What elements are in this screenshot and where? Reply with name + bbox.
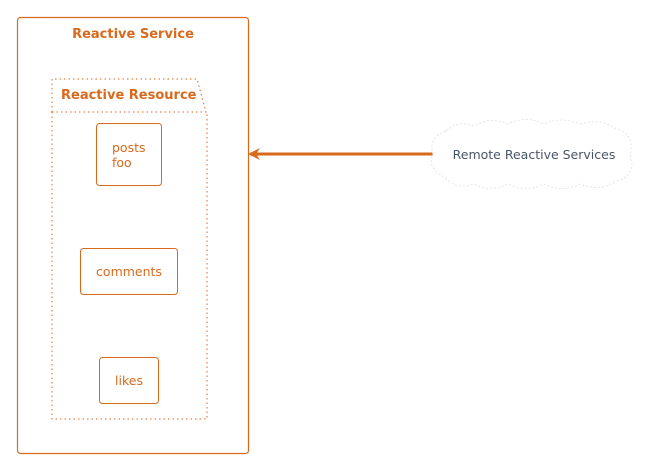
resource-node-posts-line1: posts <box>112 140 146 155</box>
resource-node-posts-line2: foo <box>112 155 132 170</box>
reactive-resource-package: Reactive Resource <box>51 78 208 420</box>
reactive-resource-title: Reactive Resource <box>61 88 197 103</box>
resource-node-posts-box <box>96 123 162 186</box>
reactive-service-border <box>16 16 250 455</box>
resource-node-posts: posts foo <box>96 123 162 186</box>
resource-node-comments: comments <box>80 248 178 295</box>
remote-services-label: Remote Reactive Services <box>453 147 616 162</box>
resource-node-comments-box <box>80 248 178 295</box>
remote-services-cloud: Remote Reactive Services <box>430 119 633 189</box>
resource-node-likes: likes <box>99 357 159 404</box>
reactive-service-title: Reactive Service <box>72 27 194 42</box>
cloud-icon <box>430 119 633 189</box>
reactive-service-box: Reactive Service <box>16 16 250 455</box>
resource-node-likes-label: likes <box>115 373 143 388</box>
resource-node-comments-label: comments <box>96 264 162 279</box>
resource-node-likes-box <box>99 357 159 404</box>
reactive-resource-border <box>51 111 208 420</box>
